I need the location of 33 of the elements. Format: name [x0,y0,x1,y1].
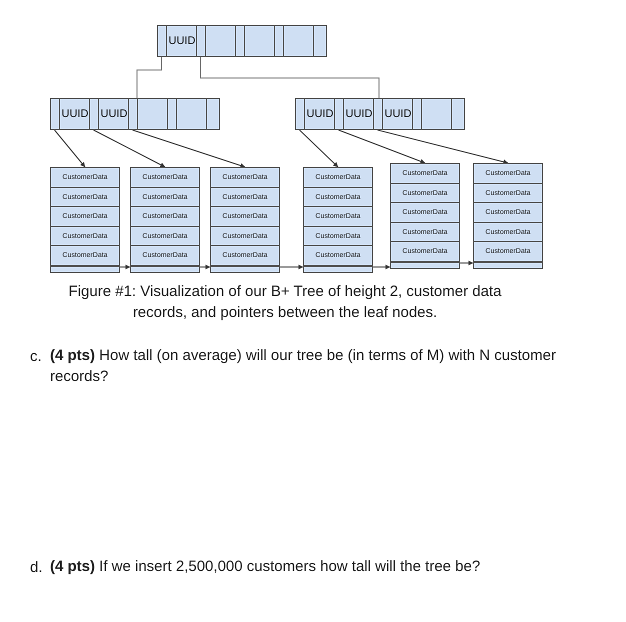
question-text: (4 pts) How tall (on average) will our tree be (in terms of M) with N customer records? [50,346,557,387]
leaf-node [50,167,120,273]
figure-caption: Figure #1: Visualization of our B+ Tree of height 2, customer data records, and pointers between the leaf nodes. [68,282,502,323]
key-text: UUID [344,107,374,122]
pointer-arrow [377,130,508,164]
leaf-link-arrow [280,264,304,270]
pointer-arrow [299,130,338,168]
index-node [50,98,220,130]
leaf-node [210,167,280,273]
connector-line [200,56,380,98]
question-text: (4 pts) If we insert 2,500,000 customers how tall will the tree be? [50,557,482,577]
leaf-node [303,167,373,273]
leaf-node [390,163,460,269]
pointer-arrow [338,130,426,164]
leaf-link-arrow [372,264,390,270]
connector-line [136,56,162,98]
key-text: UUID [60,107,90,122]
key-text: UUID [384,107,412,122]
leaf-link-arrow [460,260,474,266]
pointer-arrow [54,130,86,168]
index-node [295,98,465,130]
leaf-link-arrow [120,264,130,270]
index-node [157,25,327,57]
pointer-arrow [132,130,246,168]
leaf-node [473,163,543,269]
key-text: UUID [168,34,196,49]
pointer-arrow [93,130,166,168]
leaf-link-arrow [200,264,210,270]
leaf-node [130,167,200,273]
item-letter: c. [30,347,42,367]
key-text: UUID [306,107,334,122]
item-letter: d. [30,558,43,578]
key-text: UUID [100,107,128,122]
